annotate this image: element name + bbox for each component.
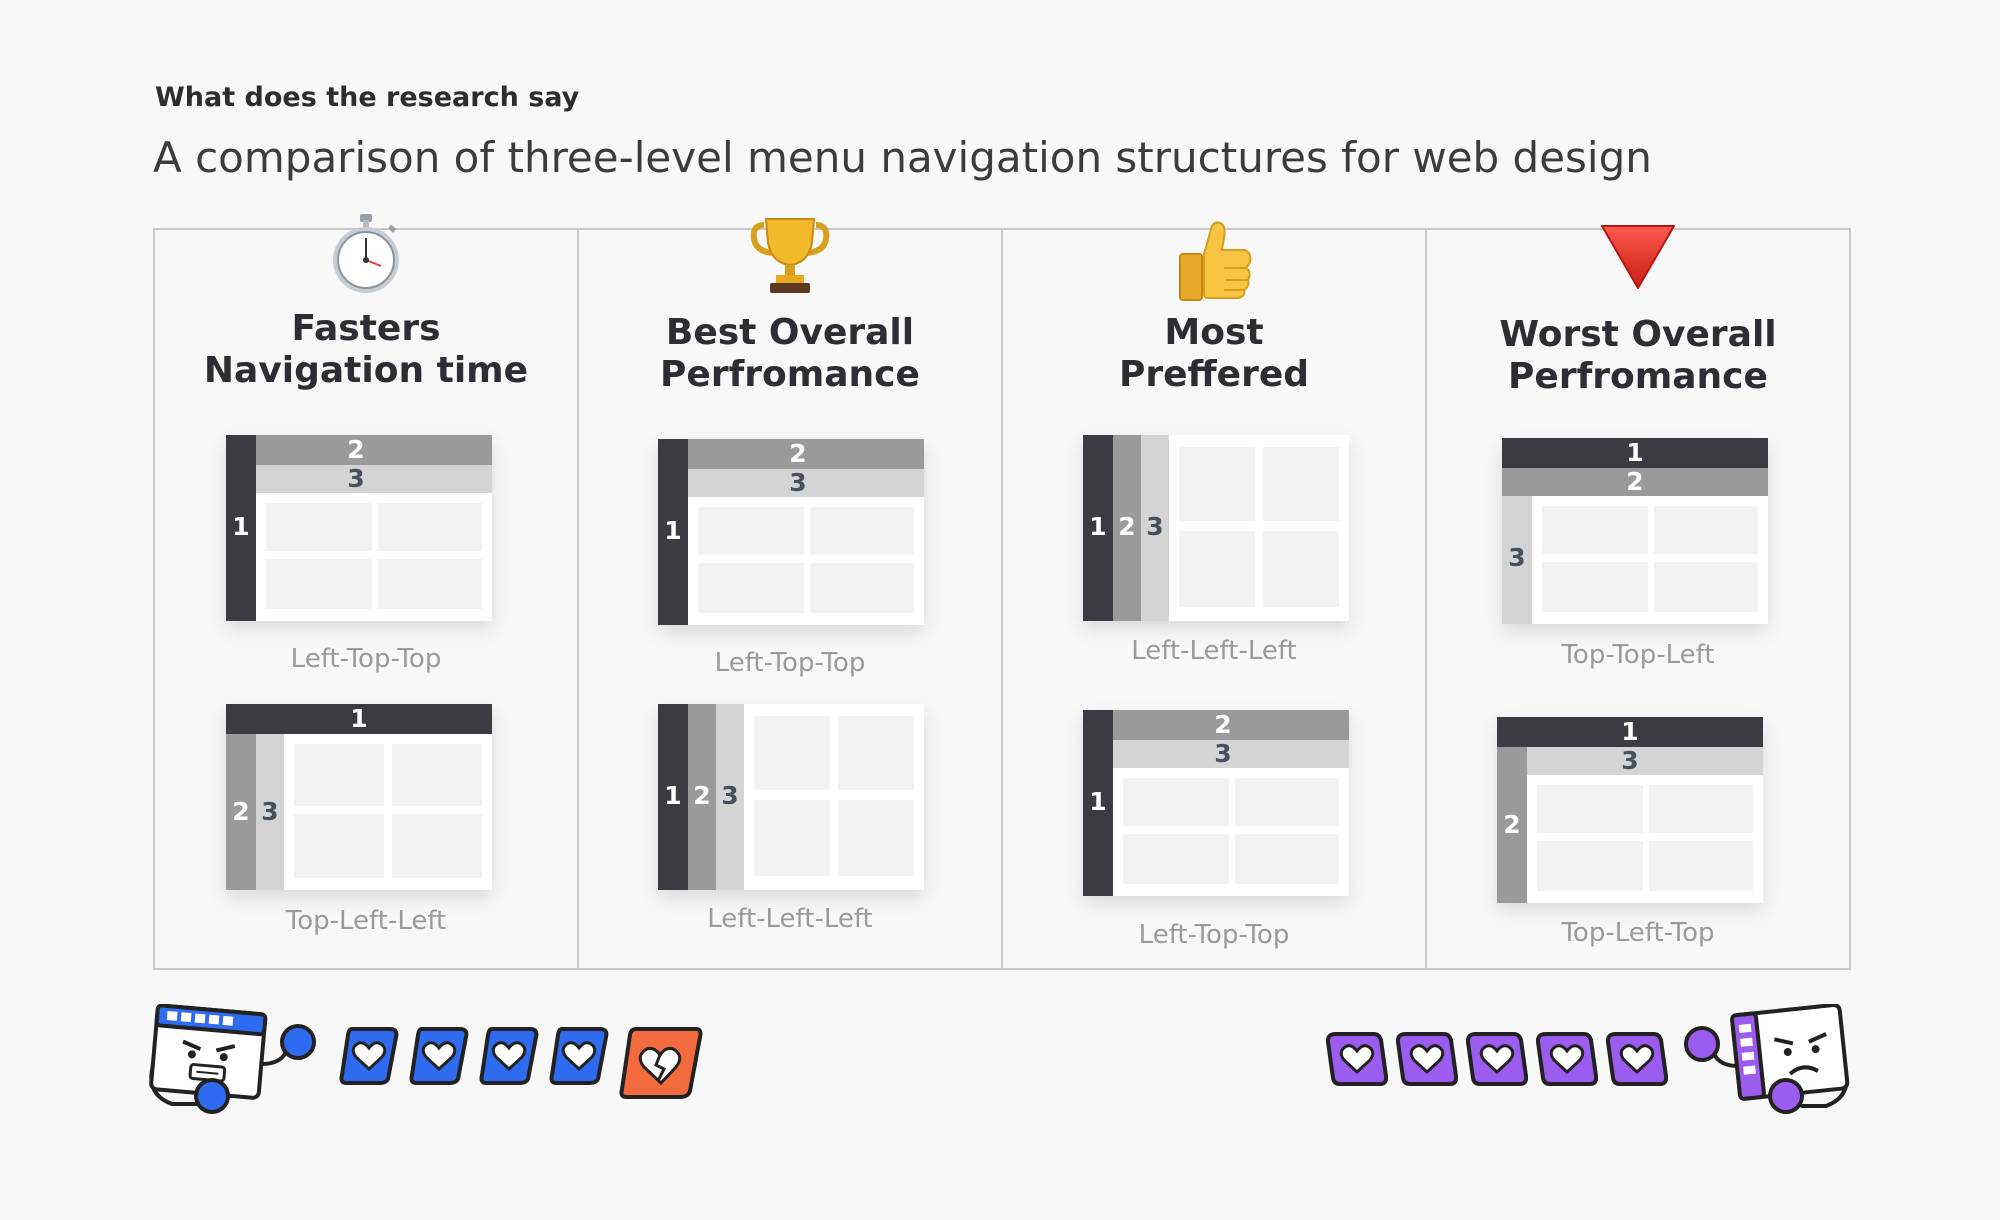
right-health-bar [1326, 1030, 1676, 1088]
red-triangle-down-icon [1427, 210, 1849, 302]
layout-top-left-left: 1 2 3 [226, 704, 492, 890]
layout-top-top-left: 1 2 3 [1502, 438, 1768, 624]
heart-icon [1606, 1032, 1668, 1086]
heart-icon [1466, 1032, 1528, 1086]
layout-caption: Top-Left-Top [1561, 918, 1715, 948]
layout-caption: Left-Left-Left [707, 904, 873, 934]
stopwatch-icon [155, 208, 577, 300]
layout-left-left-left: 1 2 3 [658, 704, 924, 890]
column-fastest: Fasters Navigation time 1 2 3 Left-Top-T… [155, 214, 579, 968]
column-title: Fasters Navigation time [203, 308, 529, 391]
heart-icon [1326, 1032, 1388, 1086]
heart-icon [409, 1027, 469, 1085]
heart-icon [479, 1027, 539, 1085]
left-boxer-mascot-icon [146, 1003, 326, 1118]
comparison-grid: Fasters Navigation time 1 2 3 Left-Top-T… [153, 214, 1851, 970]
page-title: A comparison of three-level menu navigat… [153, 133, 1652, 182]
layout-caption: Left-Top-Top [714, 648, 866, 678]
right-boxer-mascot-icon [1676, 1002, 1852, 1120]
column-worst-overall: Worst Overall Perfromance 1 2 3 Top-Top-… [1427, 225, 1849, 968]
column-title: Best Overall Perfromance [660, 312, 920, 395]
broken-heart-icon [619, 1027, 703, 1099]
column-best-overall: Best Overall Perfromance 1 2 3 Left-Top-… [579, 218, 1003, 968]
column-title: Worst Overall Perfromance [1499, 314, 1777, 397]
layout-caption: Left-Top-Top [1138, 920, 1290, 950]
layout-left-top-top: 1 2 3 [658, 439, 924, 625]
layout-top-left-top: 1 2 3 [1497, 717, 1763, 903]
layout-caption: Top-Left-Left [285, 906, 447, 936]
heart-icon [1396, 1032, 1458, 1086]
layout-caption: Top-Top-Left [1561, 640, 1715, 670]
heart-icon [549, 1027, 609, 1085]
heart-icon [339, 1027, 399, 1085]
layout-left-top-top: 1 2 3 [1083, 710, 1349, 896]
layout-caption: Left-Top-Top [290, 644, 442, 674]
column-most-preferred: Most Preffered 1 2 3 Left-Left-Left 1 2 … [1003, 221, 1427, 968]
column-title: Most Preffered [1118, 312, 1310, 395]
layout-left-top-top: 1 2 3 [226, 435, 492, 621]
layout-left-left-left: 1 2 3 [1083, 435, 1349, 621]
kicker: What does the research say [155, 82, 580, 113]
thumbs-up-icon [1003, 214, 1425, 306]
layout-caption: Left-Left-Left [1131, 636, 1297, 666]
left-health-bar [338, 1025, 712, 1101]
heart-icon [1536, 1032, 1598, 1086]
trophy-icon [579, 208, 1001, 300]
